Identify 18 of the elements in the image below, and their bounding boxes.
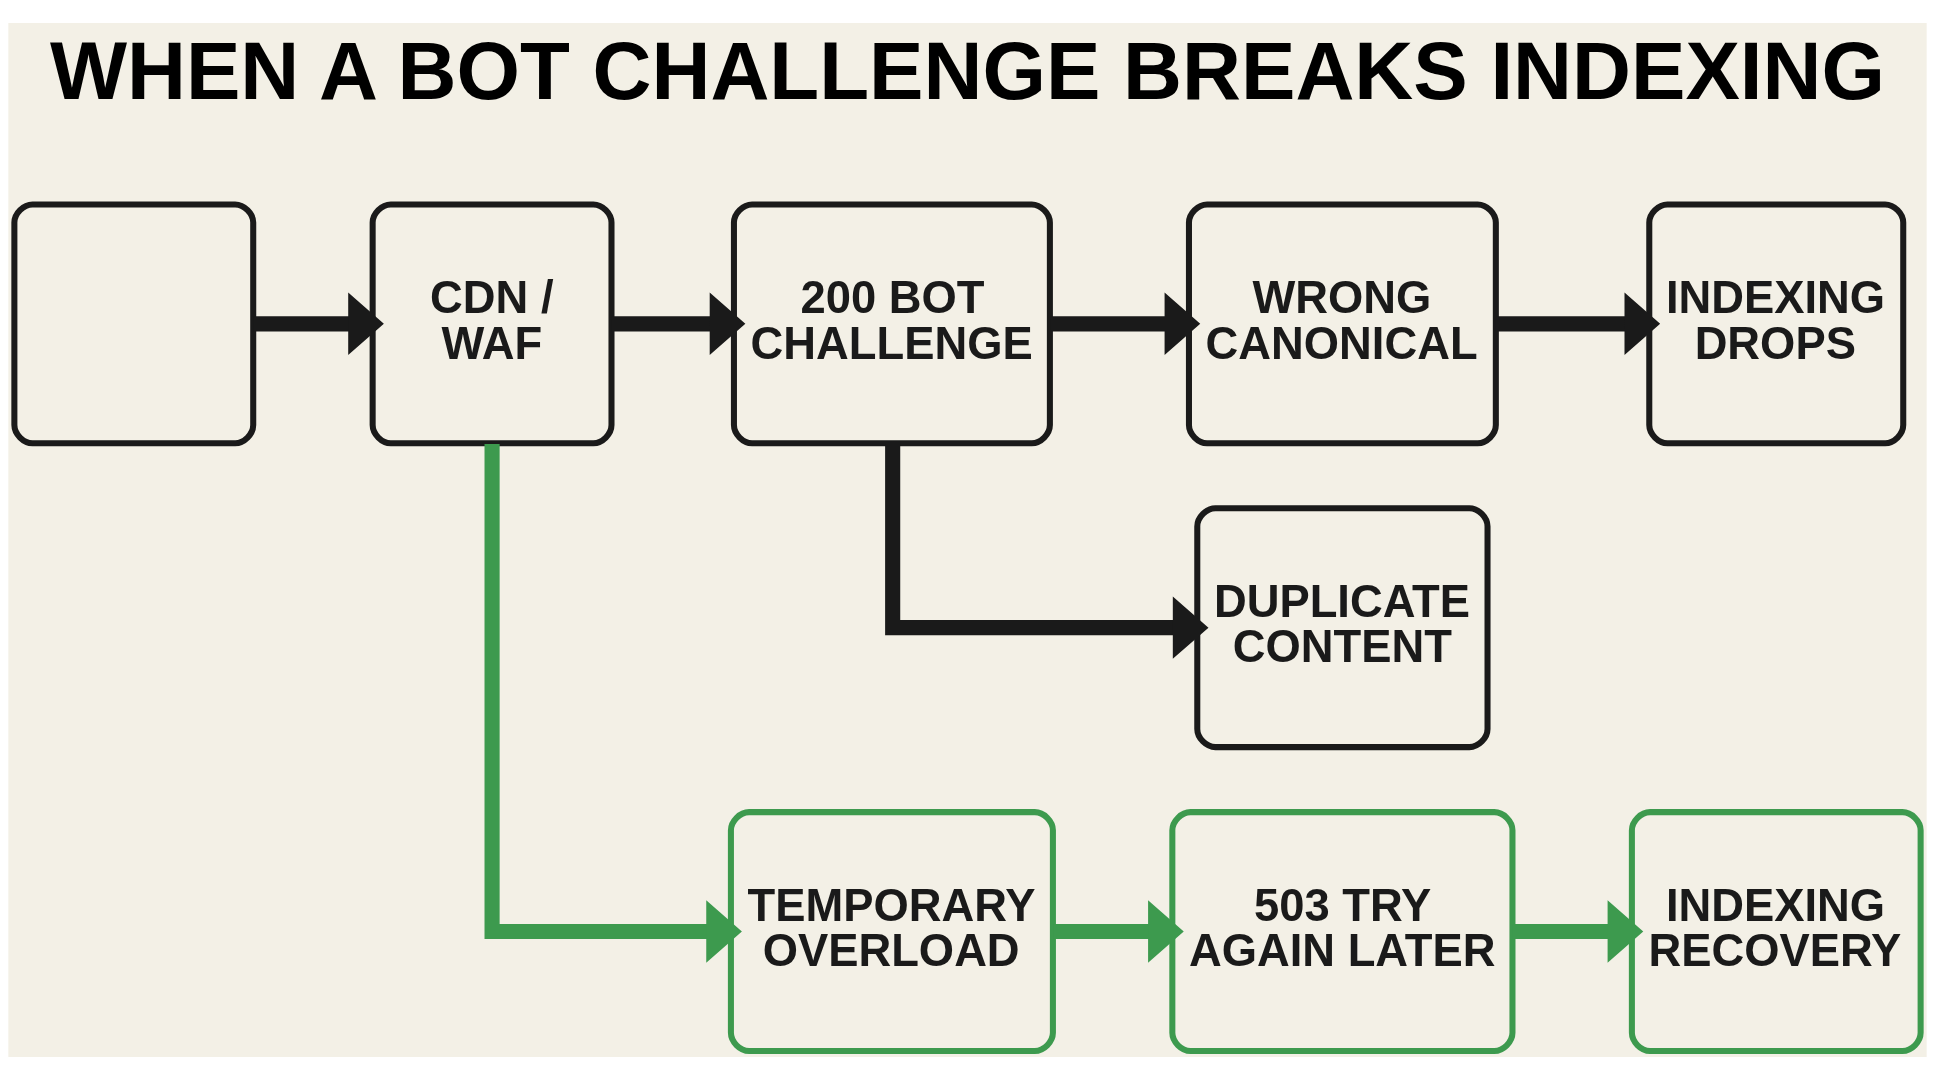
node-box: WRONG CANONICAL (1185, 201, 1499, 447)
node-box: 503 TRY AGAIN LATER (1169, 809, 1516, 1054)
arrow (1495, 292, 1661, 356)
node-box: INDEXING DROPS (1646, 201, 1907, 447)
arrow (253, 292, 384, 356)
node-box: DUPLICATE CONTENT (1194, 505, 1491, 751)
arrow (885, 443, 1209, 659)
node-box: TEMPORARY OVERLOAD (727, 809, 1056, 1054)
diagram-title: WHEN A BOT CHALLENGE BREAKS INDEXING (49, 24, 1885, 116)
node-box: CDN / WAF (369, 201, 615, 447)
node-box (11, 201, 257, 447)
arrow (484, 443, 742, 963)
node-box: INDEXING RECOVERY (1628, 809, 1924, 1054)
node-box: 200 BOT CHALLENGE (730, 201, 1053, 447)
arrow (611, 292, 746, 356)
arrow (1512, 900, 1644, 963)
arrow (1050, 292, 1201, 356)
arrow (1053, 900, 1184, 963)
